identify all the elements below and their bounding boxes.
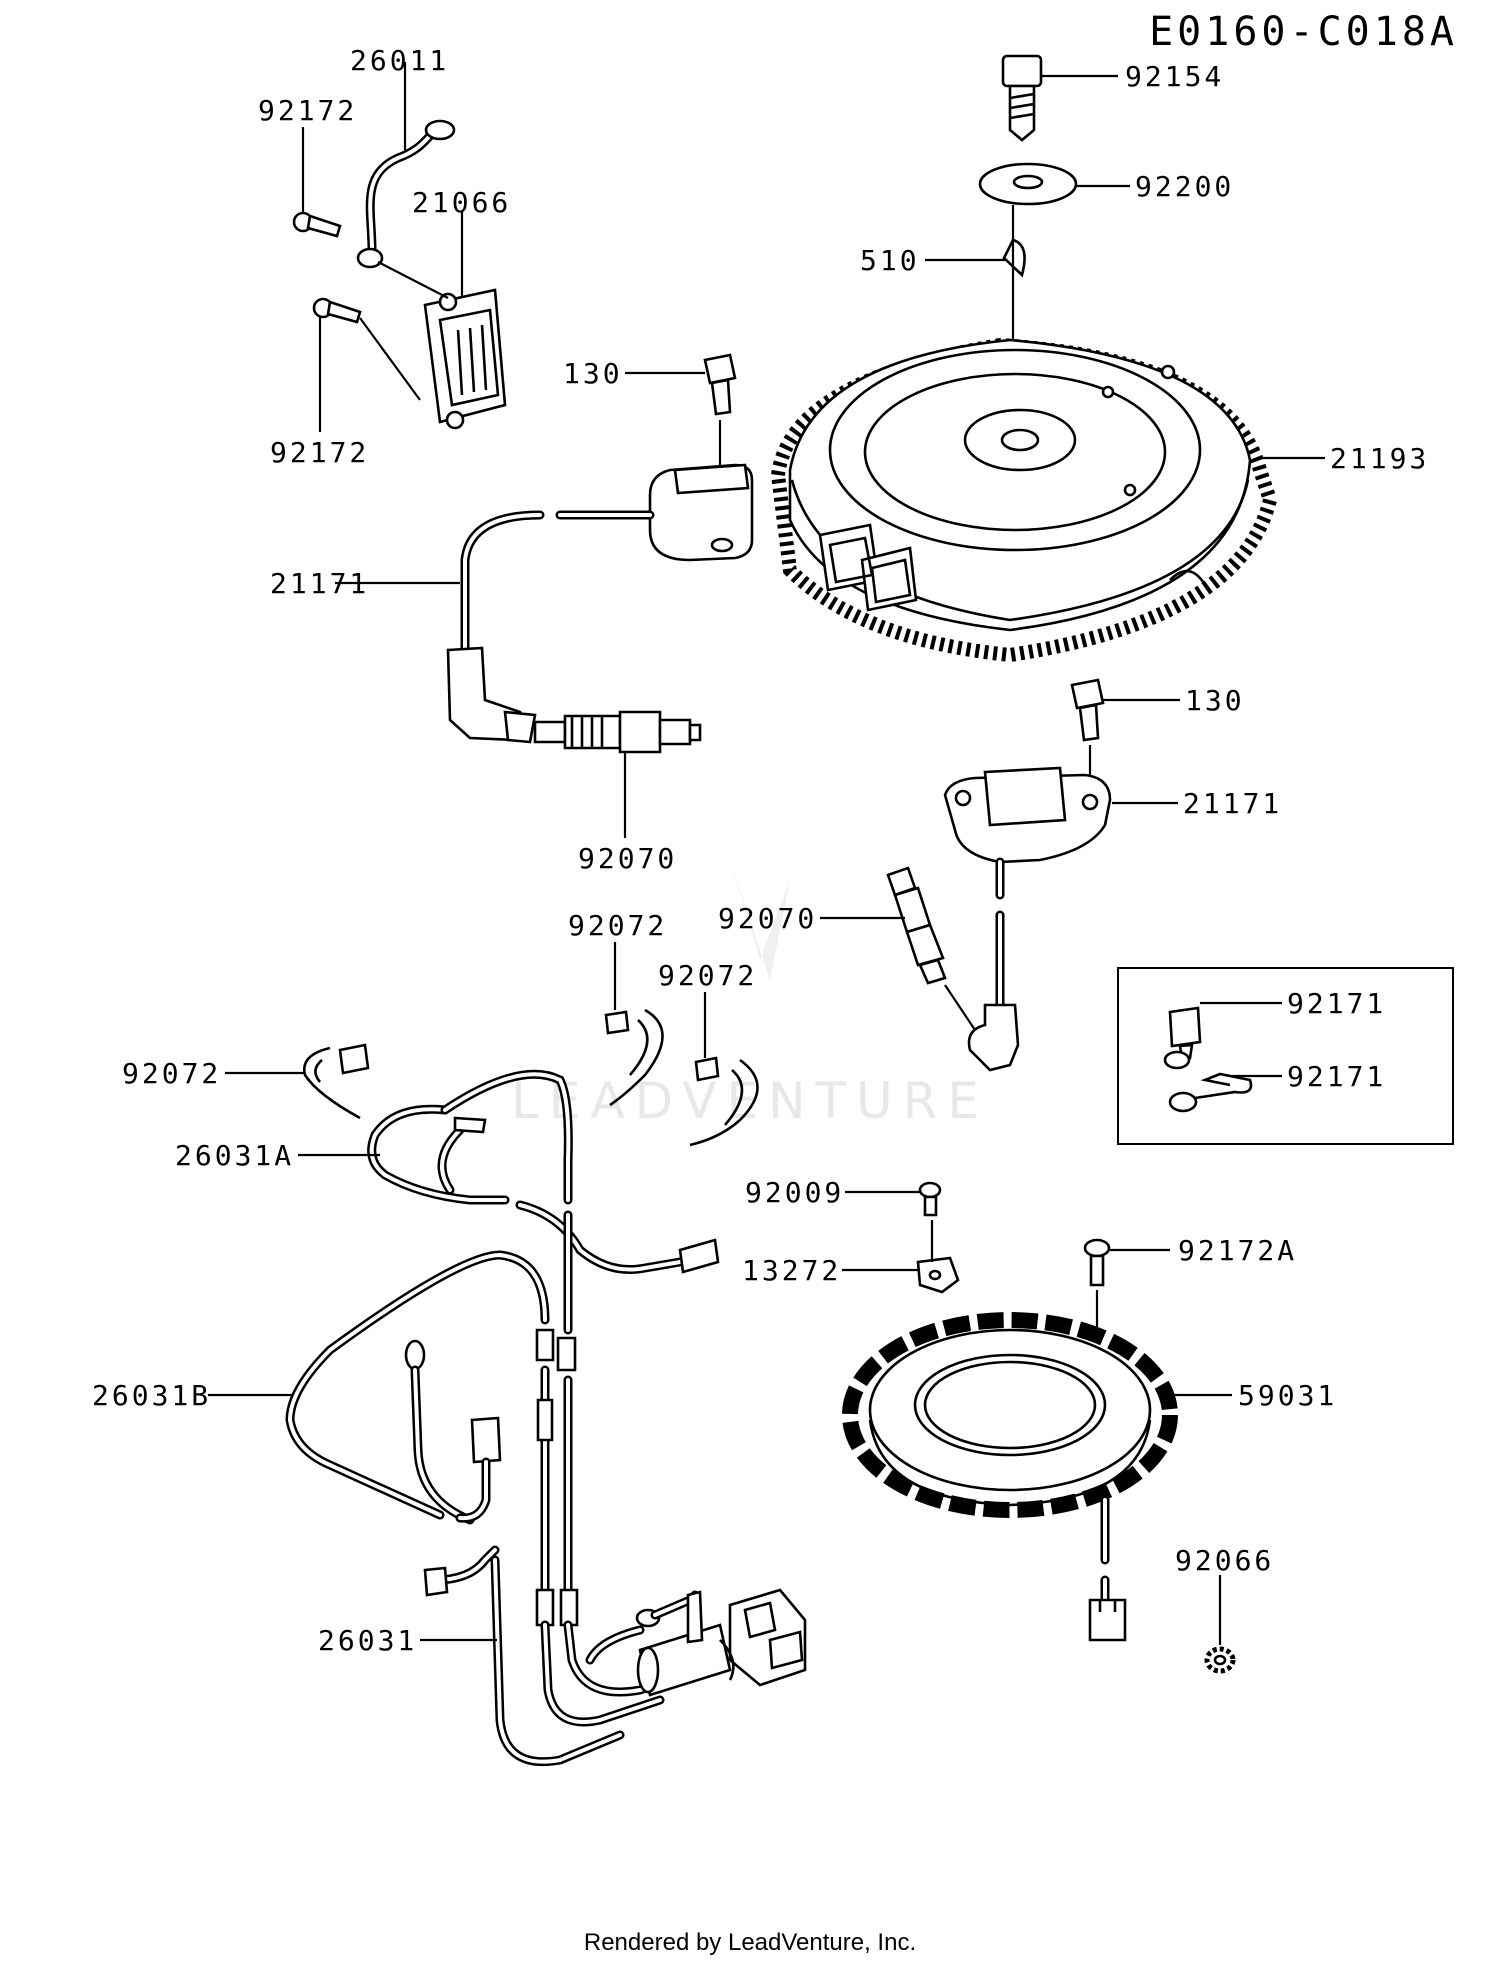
callout-21066[interactable]: 21066 — [412, 186, 511, 219]
part-21171-coil-right[interactable] — [943, 766, 1112, 1072]
part-92172-screw-top[interactable] — [292, 211, 342, 238]
part-21171-coil-left[interactable] — [446, 463, 754, 744]
part-21066-regulator[interactable] — [423, 288, 507, 430]
part-130-bolt-top[interactable] — [703, 353, 737, 416]
part-26031-main-harness[interactable] — [423, 1545, 807, 1767]
callout-92072-b[interactable]: 92072 — [658, 959, 757, 992]
part-92009-screw[interactable] — [918, 1181, 942, 1217]
callout-510[interactable]: 510 — [860, 244, 920, 277]
inset-terminal-box — [1117, 967, 1454, 1145]
callout-92171-a[interactable]: 92171 — [1287, 987, 1386, 1020]
part-13272-plate[interactable] — [916, 1256, 960, 1294]
callout-21171-right[interactable]: 21171 — [1183, 787, 1282, 820]
callout-13272[interactable]: 13272 — [742, 1254, 841, 1287]
callout-92070-left[interactable]: 92070 — [578, 842, 677, 875]
part-92070-spark-plug-right[interactable] — [886, 866, 947, 985]
callout-21171-left[interactable]: 21171 — [270, 567, 369, 600]
callout-21193[interactable]: 21193 — [1330, 442, 1429, 475]
part-92200-washer[interactable] — [978, 162, 1078, 206]
callout-92172A[interactable]: 92172A — [1178, 1234, 1297, 1267]
callout-59031[interactable]: 59031 — [1238, 1379, 1337, 1412]
callout-92009[interactable]: 92009 — [745, 1176, 844, 1209]
footer-credit: Rendered by LeadVenture, Inc. — [584, 1929, 916, 1956]
part-92070-spark-plug-left[interactable] — [533, 710, 702, 754]
callout-92072-c[interactable]: 92072 — [122, 1057, 221, 1090]
part-510-key[interactable] — [1002, 238, 1026, 278]
part-92072-clip-a[interactable] — [604, 1008, 664, 1107]
callout-92070-right[interactable]: 92070 — [718, 902, 817, 935]
part-92171-terminal-b[interactable] — [1168, 1072, 1253, 1113]
part-59031-stator[interactable] — [842, 1312, 1178, 1642]
part-92154-bolt[interactable] — [1001, 54, 1043, 142]
part-26011-ground-lead[interactable] — [356, 119, 456, 269]
callout-130-top[interactable]: 130 — [563, 357, 623, 390]
part-21193-flywheel[interactable] — [770, 337, 1278, 663]
callout-92200[interactable]: 92200 — [1135, 170, 1234, 203]
diagram-code: E0160-C018A — [1149, 9, 1458, 55]
part-92172A-screw[interactable] — [1083, 1238, 1111, 1287]
callout-92154[interactable]: 92154 — [1125, 60, 1224, 93]
callout-92066[interactable]: 92066 — [1175, 1544, 1274, 1577]
part-130-bolt-right[interactable] — [1070, 678, 1105, 742]
part-26031B-harness[interactable] — [285, 1250, 577, 1605]
callout-26031B[interactable]: 26031B — [92, 1379, 211, 1412]
part-92072-clip-c[interactable] — [303, 1043, 370, 1120]
callout-26031[interactable]: 26031 — [318, 1624, 417, 1657]
part-26031A-harness[interactable] — [367, 1069, 720, 1335]
callout-92172-top[interactable]: 92172 — [258, 94, 357, 127]
part-92172-screw-bottom[interactable] — [312, 297, 362, 324]
callout-92172-bottom[interactable]: 92172 — [270, 436, 369, 469]
callout-130-right[interactable]: 130 — [1185, 684, 1245, 717]
callout-92171-b[interactable]: 92171 — [1287, 1060, 1386, 1093]
watermark: LEADVENTURE — [511, 860, 989, 1130]
callout-26011[interactable]: 26011 — [350, 44, 449, 77]
callout-26031A[interactable]: 26031A — [175, 1139, 294, 1172]
part-92171-terminal-a[interactable] — [1163, 1006, 1202, 1070]
part-92072-clip-b[interactable] — [689, 1056, 759, 1147]
watermark-text: LEADVENTURE — [511, 1072, 989, 1130]
part-92066-nut[interactable] — [1204, 1646, 1236, 1674]
callout-92072-a[interactable]: 92072 — [568, 909, 667, 942]
